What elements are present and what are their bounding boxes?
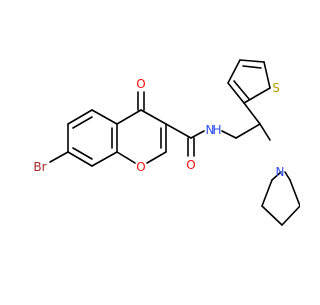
- bond: [67, 109, 93, 125]
- carbonyl-oxygen-label: O: [136, 77, 145, 91]
- bond: [289, 179, 301, 207]
- pyrrolidine-nitrogen-label: N: [276, 165, 285, 179]
- amide-hydrogen-label: H: [212, 123, 221, 137]
- bond: [263, 61, 271, 89]
- bond: [91, 109, 118, 125]
- amide-oxygen-label: O: [186, 158, 195, 172]
- bond: [72, 116, 93, 129]
- bond: [140, 109, 167, 125]
- structure-diagram: O O O Br N H N S: [33, 59, 301, 226]
- bond: [259, 123, 271, 141]
- molecule-canvas: O O O Br N H N S: [33, 59, 301, 226]
- bond: [243, 102, 261, 125]
- bond: [49, 151, 69, 163]
- bond: [239, 59, 265, 63]
- bromine-label: Br: [33, 160, 46, 174]
- atom-label-layer: O O O Br N H N S: [33, 77, 284, 179]
- bond: [221, 130, 237, 139]
- sulfur-label: S: [272, 81, 280, 95]
- bond: [67, 151, 93, 167]
- bond: [190, 130, 205, 139]
- bond: [233, 80, 250, 100]
- bond: [227, 59, 241, 84]
- amide-nitrogen-label: N: [206, 123, 215, 137]
- bond: [243, 87, 271, 104]
- bond: [261, 179, 273, 207]
- bond: [91, 151, 118, 167]
- bond: [146, 151, 167, 164]
- ring-oxygen-label: O: [136, 160, 145, 174]
- bond: [72, 147, 93, 160]
- bond: [281, 205, 301, 226]
- bond: [261, 205, 283, 226]
- bond: [271, 171, 282, 181]
- bond-layer: [49, 59, 301, 226]
- bond: [116, 109, 142, 125]
- bond: [165, 123, 192, 139]
- bond: [227, 82, 245, 104]
- bond: [116, 151, 136, 164]
- bond: [235, 123, 261, 139]
- bond: [242, 65, 262, 69]
- bond: [284, 171, 291, 181]
